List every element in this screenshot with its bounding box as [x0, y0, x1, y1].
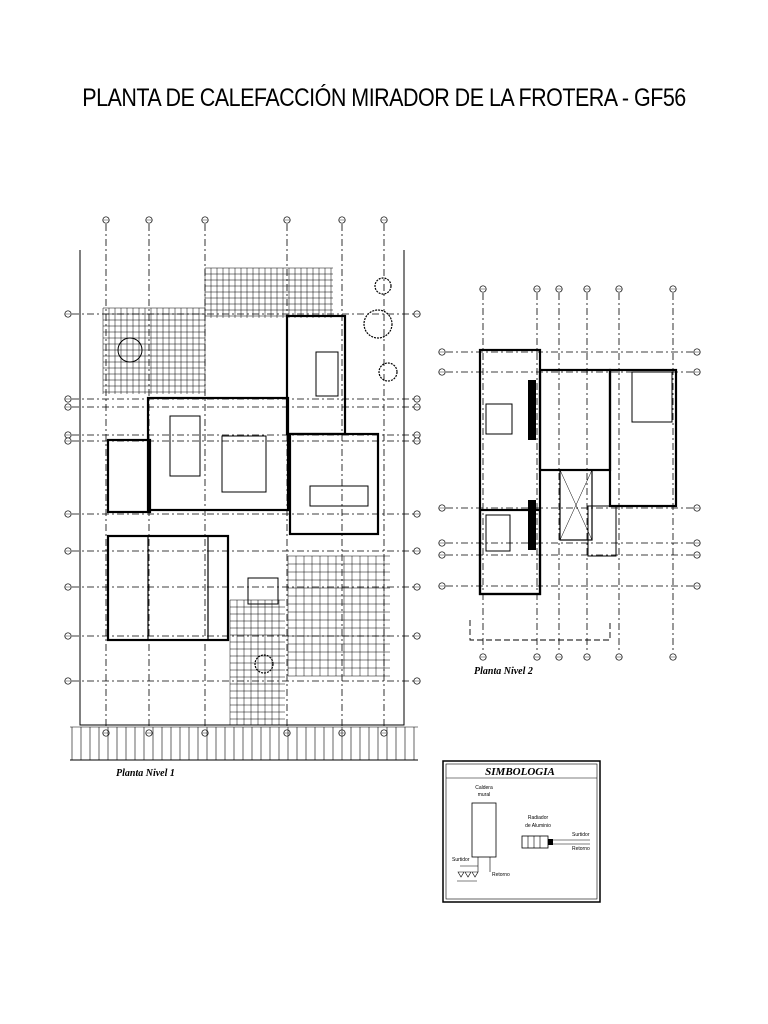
bed — [485, 403, 513, 435]
room-garage — [288, 432, 380, 536]
bed — [485, 514, 511, 552]
room-bedroom-3 — [478, 508, 542, 596]
legend-box: SIMBOLOGIA Caldera mural Surtidor Retorn… — [442, 760, 601, 903]
sofa-set — [221, 435, 267, 493]
radiator-supply-label: Surtidor — [572, 832, 590, 838]
bed — [631, 371, 673, 423]
radiator-symbol: Radiador de Aluminio Surtidor Retorno — [521, 815, 590, 852]
closet — [528, 380, 536, 440]
room-kitchen — [106, 534, 230, 642]
tree — [363, 309, 393, 339]
floor-plan-level-2 — [438, 285, 701, 661]
patio-table — [117, 337, 143, 363]
legend-heading: SIMBOLOGIA — [485, 766, 555, 778]
lot-boundary — [79, 250, 405, 726]
closet — [528, 500, 536, 550]
boiler-supply-label: Surtidor — [452, 857, 470, 863]
boiler-return-label: Retorno — [492, 872, 510, 878]
tree — [374, 277, 392, 295]
tree — [254, 654, 274, 674]
room-dining — [147, 535, 209, 641]
room-living — [146, 396, 290, 512]
tree — [378, 362, 398, 382]
boiler-label-1: Caldera — [475, 785, 493, 791]
room-master — [538, 368, 612, 472]
staircase — [309, 485, 369, 507]
floor-plan-level-1 — [64, 216, 421, 761]
stair-void — [559, 469, 593, 541]
boiler-label-2: mural — [478, 792, 491, 798]
radiator-label-2: de Aluminio — [525, 823, 551, 829]
radiator-return-label: Retorno — [572, 846, 590, 852]
radiator-label-1: Radiador — [528, 815, 549, 821]
sheet-title: PLANTA DE CALEFACCIÓN MIRADOR DE LA FROT… — [82, 84, 686, 112]
boiler-symbol: Caldera mural Surtidor Retorno — [452, 785, 510, 882]
roof-outline — [469, 620, 611, 641]
dining-table — [169, 415, 201, 477]
plan-caption-level-1: Planta Nivel 1 — [116, 768, 175, 779]
room-bedroom-2 — [608, 368, 678, 508]
staircase-lower — [247, 577, 279, 605]
bed — [315, 351, 339, 397]
room-service — [106, 438, 152, 514]
plan-caption-level-2: Planta Nivel 2 — [474, 666, 533, 677]
staircase-upper — [587, 505, 617, 557]
